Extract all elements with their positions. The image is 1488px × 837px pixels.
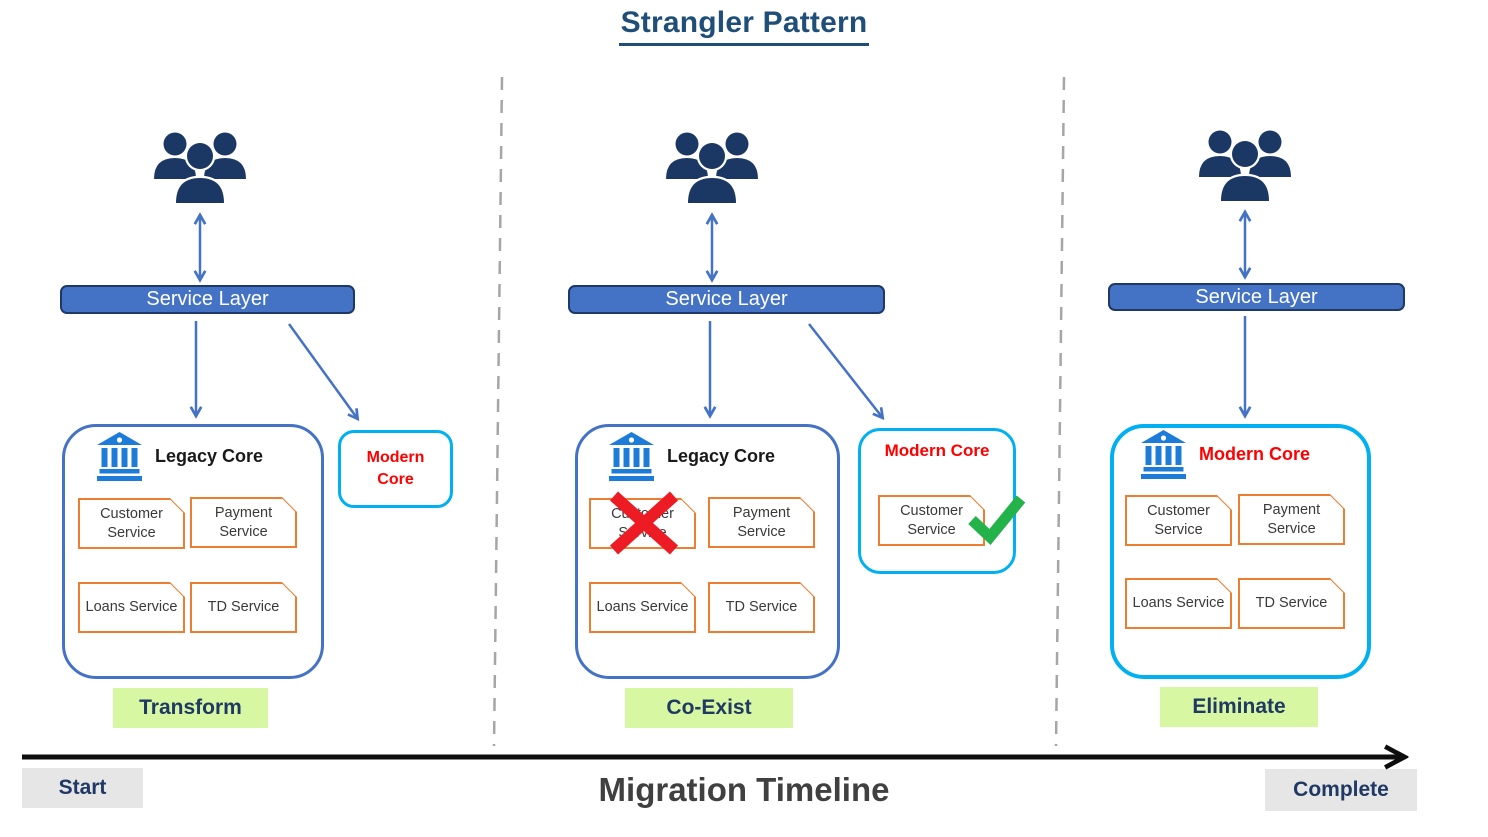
service-box-td: TD Service [708, 582, 815, 633]
service-box-td: TD Service [190, 582, 297, 633]
modern-core-title: Modern Core [366, 449, 425, 488]
service-box-label: TD Service [725, 599, 798, 616]
timeline-start-label: Start [22, 768, 143, 808]
service-box-payment: Payment Service [1238, 494, 1345, 545]
users-icon [1197, 129, 1293, 204]
service-box-label: TD Service [207, 599, 280, 616]
phase-label-transform: Transform [113, 688, 268, 728]
complete-text: Complete [1293, 778, 1389, 801]
service-layer-box: Service Layer [568, 285, 885, 314]
service-box-loans: Loans Service [1125, 578, 1232, 629]
modern-core-title: Modern Core [884, 441, 990, 460]
modern-core-title: Modern Core [1199, 443, 1311, 464]
phase-label-text: Eliminate [1192, 695, 1286, 718]
service-box-label: Customer Service [100, 505, 163, 541]
timeline-title: Migration Timeline [598, 771, 890, 808]
legacy-core-title: Legacy Core [667, 445, 776, 466]
service-box-label: Loans Service [85, 599, 178, 616]
start-text: Start [58, 776, 107, 799]
service-box-customer-migrated: Customer Service [878, 495, 985, 546]
service-to-modern-arrow [287, 323, 357, 418]
title-wrap: Strangler Pattern [0, 6, 1488, 46]
service-box-customer: Customer Service [1125, 495, 1232, 546]
phase-divider [1054, 76, 1066, 747]
service-box-payment: Payment Service [190, 497, 297, 548]
service-box-label: Customer Service [1147, 502, 1210, 538]
legacy-core-header: Legacy Core [97, 430, 263, 482]
phase-label-eliminate: Eliminate [1160, 687, 1318, 727]
service-box-label: Payment Service [732, 504, 791, 540]
users-icon [664, 131, 760, 206]
service-box-loans: Loans Service [589, 582, 696, 633]
bank-building-icon [97, 431, 142, 481]
service-box-payment: Payment Service [708, 497, 815, 548]
legacy-core-title: Legacy Core [155, 445, 264, 466]
service-box-customer: Customer Service [78, 498, 185, 549]
phase-label-text: Transform [139, 696, 242, 719]
service-box-td: TD Service [1238, 578, 1345, 629]
legacy-core-header: Legacy Core [609, 430, 775, 482]
phase-label-coexist: Co-Exist [625, 688, 793, 728]
service-layer-label: Service Layer [146, 288, 269, 310]
phase-divider [492, 76, 504, 747]
service-box-label: Loans Service [596, 599, 689, 616]
service-box-label: Payment Service [1262, 501, 1321, 537]
service-layer-label: Service Layer [665, 288, 788, 310]
service-box-label: Customer Service [611, 505, 674, 541]
service-layer-label: Service Layer [1195, 285, 1318, 308]
service-box-label: Loans Service [1132, 595, 1225, 612]
users-icon [152, 131, 248, 206]
service-box-label: TD Service [1255, 595, 1328, 612]
service-to-modern-arrow [808, 323, 882, 417]
bank-building-icon [1141, 429, 1186, 479]
modern-core-header: Modern Core [1141, 428, 1310, 480]
modern-core-container: Modern Core [338, 430, 453, 508]
timeline-complete-label: Complete [1265, 769, 1417, 811]
service-box-customer-decommissioned: Customer Service [589, 498, 696, 549]
service-box-label: Payment Service [214, 504, 273, 540]
service-layer-box: Service Layer [60, 285, 355, 314]
bank-building-icon [609, 431, 654, 481]
service-layer-box: Service Layer [1108, 283, 1405, 311]
phase-label-text: Co-Exist [666, 696, 752, 719]
service-box-label: Customer Service [900, 502, 963, 538]
service-box-loans: Loans Service [78, 582, 185, 633]
diagram-title: Strangler Pattern [618, 6, 870, 46]
